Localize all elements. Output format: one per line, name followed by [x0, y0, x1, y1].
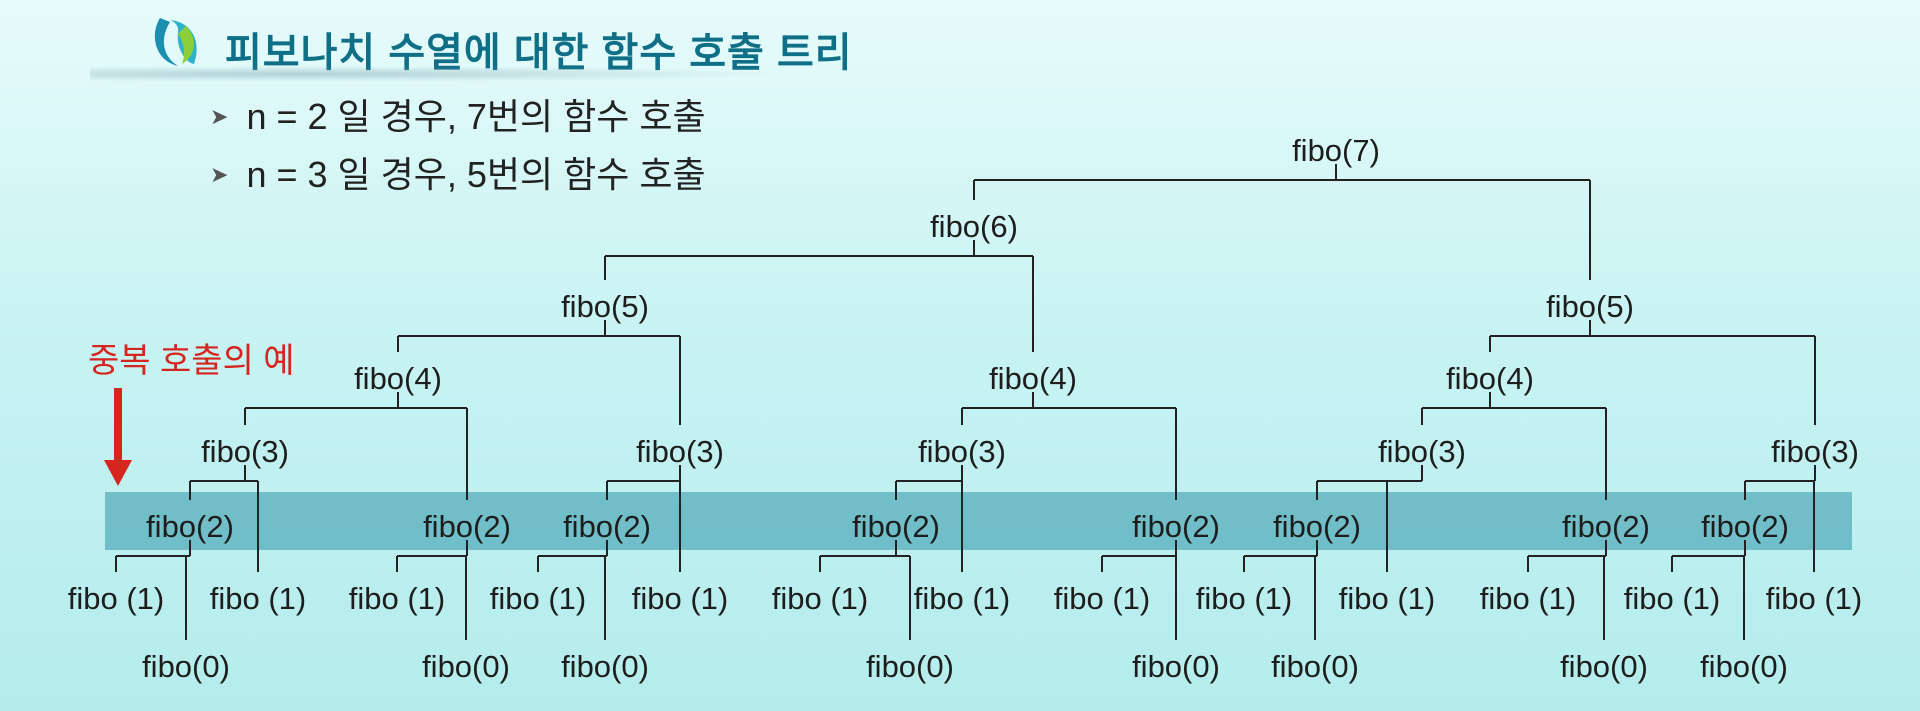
tree-node-a6: fibo(6) [930, 209, 1018, 244]
red-down-arrow-icon [104, 388, 132, 486]
tree-node-ak0: fibo(0) [866, 649, 954, 684]
tree-node-ao0: fibo(0) [1700, 649, 1788, 684]
tree-node-q2: fibo(2) [1273, 509, 1361, 544]
tree-node-ac1: fibo (1) [1339, 581, 1435, 616]
tree-node-aj0: fibo(0) [561, 649, 649, 684]
tree-node-ab1: fibo (1) [1196, 581, 1292, 616]
tree-node-u1: fibo (1) [210, 581, 306, 616]
tree-node-d4: fibo(4) [354, 361, 442, 396]
tree-node-x1: fibo (1) [632, 581, 728, 616]
tree-node-m2: fibo(2) [423, 509, 511, 544]
tree-node-w1: fibo (1) [490, 581, 586, 616]
tree-node-p2: fibo(2) [1132, 509, 1220, 544]
tree-node-aa1: fibo (1) [1054, 581, 1150, 616]
bullet-item: ➤ n = 3 일 경우, 5번의 함수 호출 [210, 146, 706, 204]
tree-node-an0: fibo(0) [1560, 649, 1648, 684]
tree-node-g3: fibo(3) [201, 434, 289, 469]
tree-node-l2: fibo(2) [146, 509, 234, 544]
tree-node-h3: fibo(3) [636, 434, 724, 469]
tree-node-n7: fibo(7) [1292, 133, 1380, 168]
tree-node-am0: fibo(0) [1271, 649, 1359, 684]
tree-node-n2: fibo(2) [563, 509, 651, 544]
tree-node-i3: fibo(3) [918, 434, 1006, 469]
tree-node-ai0: fibo(0) [422, 649, 510, 684]
bullet-text: n = 3 일 경우, 5번의 함수 호출 [246, 154, 706, 195]
tree-node-r2: fibo(2) [1562, 509, 1650, 544]
tree-node-c5: fibo(5) [1546, 289, 1634, 324]
title-underline-shadow [90, 66, 790, 82]
tree-node-al0: fibo(0) [1132, 649, 1220, 684]
tree-node-z1: fibo (1) [914, 581, 1010, 616]
tree-node-b5: fibo(5) [561, 289, 649, 324]
tree-node-ah0: fibo(0) [142, 649, 230, 684]
tree-node-ae1: fibo (1) [1624, 581, 1720, 616]
bullet-text: n = 2 일 경우, 7번의 함수 호출 [246, 96, 706, 137]
bullet-arrow-icon: ➤ [210, 162, 229, 187]
logo-icon [154, 18, 197, 66]
tree-node-t1: fibo (1) [68, 581, 164, 616]
tree-node-s2: fibo(2) [1701, 509, 1789, 544]
tree-node-j3: fibo(3) [1378, 434, 1466, 469]
tree-node-ad1: fibo (1) [1480, 581, 1576, 616]
tree-node-o2: fibo(2) [852, 509, 940, 544]
duplicate-call-label: 중복 호출의 예 [88, 342, 295, 380]
tree-node-y1: fibo (1) [772, 581, 868, 616]
tree-node-v1: fibo (1) [349, 581, 445, 616]
bullet-list: ➤ n = 2 일 경우, 7번의 함수 호출 ➤ n = 3 일 경우, 5번… [210, 88, 706, 204]
slide-title: 피보나치 수열에 대한 함수 호출 트리 [225, 31, 853, 75]
duplicate-fibo2-highlight-band [105, 492, 1852, 550]
bullet-item: ➤ n = 2 일 경우, 7번의 함수 호출 [210, 88, 706, 146]
tree-node-k3: fibo(3) [1771, 434, 1859, 469]
tree-node-e4: fibo(4) [989, 361, 1077, 396]
bullet-arrow-icon: ➤ [210, 104, 229, 129]
tree-node-af1: fibo (1) [1766, 581, 1862, 616]
tree-node-f4: fibo(4) [1446, 361, 1534, 396]
